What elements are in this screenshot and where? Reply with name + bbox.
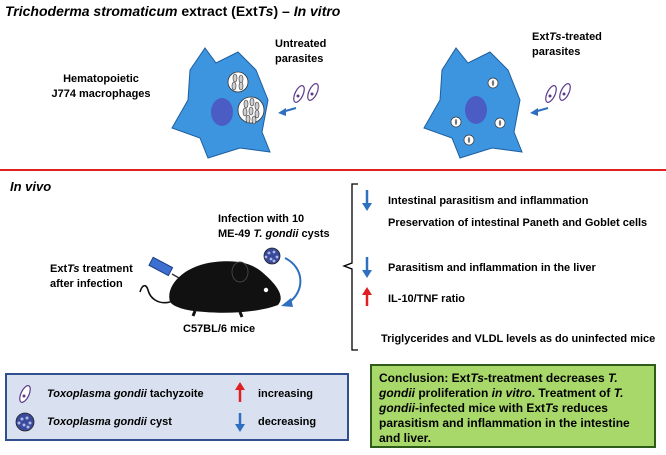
up-arrow-icon xyxy=(235,382,245,402)
legend-cyst: Toxoplasma gondii cyst xyxy=(47,416,172,428)
cyst-icon xyxy=(15,412,35,432)
macrophage-label: Hematopoietic J774 macrophages xyxy=(51,73,151,100)
result-item: IL-10/TNF ratio xyxy=(388,293,466,305)
in-vivo-title: In vivo xyxy=(10,179,52,194)
up-arrow-icon xyxy=(362,287,372,306)
treatment-label: ExtTs treatment after infection xyxy=(50,263,133,290)
down-arrow-icon xyxy=(362,257,372,278)
result-item: Triglycerides and VLDL levels as do unin… xyxy=(381,333,656,345)
treated-label: ExtTs-treated parasites xyxy=(532,31,602,58)
macrophage-treated xyxy=(423,47,523,159)
mouse-icon xyxy=(139,261,281,318)
down-arrow-icon xyxy=(362,190,372,211)
arrow-to-macrophage-icon xyxy=(278,107,297,116)
legend-tachyzoite: Toxoplasma gondii tachyzoite xyxy=(47,388,204,400)
legend-graphics xyxy=(15,382,245,432)
results-bracket xyxy=(342,183,358,351)
result-item: Preservation of intestinal Paneth and Go… xyxy=(388,217,648,229)
mouse-label: C57BL/6 mice xyxy=(183,323,256,335)
legend-increasing: increasing xyxy=(258,388,314,400)
tachyzoite-icon xyxy=(19,385,31,403)
infection-arrowhead-icon xyxy=(281,298,293,307)
legend-decreasing: decreasing xyxy=(258,416,317,428)
result-item: Parasitism and inflammation in the liver xyxy=(388,262,596,274)
legend-box: Toxoplasma gondii tachyzoite Toxoplasma … xyxy=(5,373,349,441)
tachyzoite-icon xyxy=(545,83,571,103)
down-arrow-icon xyxy=(235,413,245,432)
result-item: Intestinal parasitism and inflammation xyxy=(388,195,589,207)
cyst-icon xyxy=(263,247,281,265)
page-title: Trichoderma stromaticum extract (ExtTs) … xyxy=(5,3,341,19)
macrophage-untreated xyxy=(171,47,271,159)
infection-arrow-icon xyxy=(284,257,302,304)
tachyzoite-icon xyxy=(293,83,319,103)
untreated-label: Untreated parasites xyxy=(275,38,327,65)
arrow-to-macrophage-icon xyxy=(530,107,549,116)
conclusion-box: Conclusion: ExtTs-treatment decreases T.… xyxy=(370,364,656,448)
infection-label: Infection with 10 ME-49 T. gondii cysts xyxy=(218,213,330,240)
